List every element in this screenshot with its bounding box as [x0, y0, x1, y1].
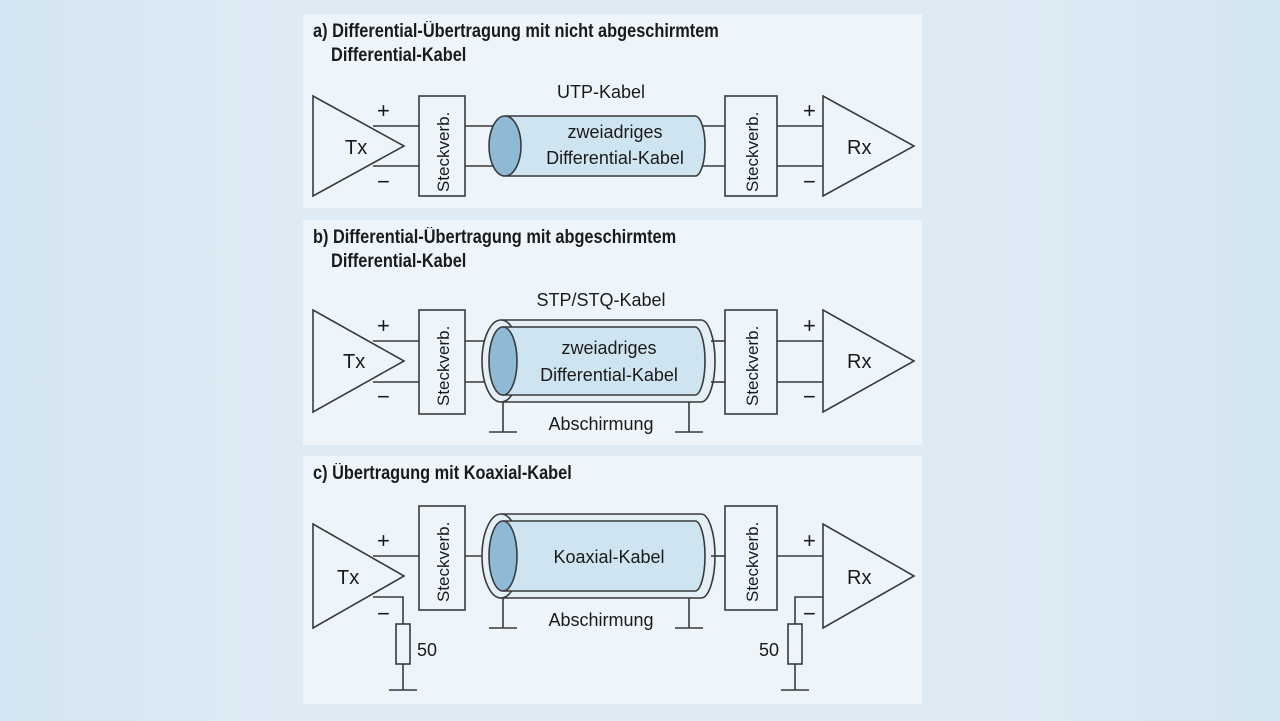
- wire-minus-tx: [373, 596, 404, 624]
- minus-rx: −: [803, 169, 816, 194]
- cable-end: [488, 326, 518, 396]
- tx-amplifier: [312, 308, 406, 414]
- connector-right-label: Steckverb.: [743, 326, 762, 406]
- panel-a-utp: a) Differential-Übertragung mit nicht ab…: [303, 14, 922, 208]
- connector-right: [724, 309, 778, 415]
- connector-right: [724, 95, 778, 197]
- connector-left: [418, 95, 466, 197]
- cable-end: [488, 115, 522, 177]
- plus-rx: +: [803, 98, 816, 123]
- connector-left-label: Steckverb.: [434, 326, 453, 406]
- connector-right-label: Steckverb.: [743, 522, 762, 602]
- tx-label: Tx: [337, 567, 359, 589]
- plus-tx: +: [377, 528, 390, 553]
- connector-left: [418, 505, 466, 611]
- plus-rx: +: [803, 528, 816, 553]
- ground-left: [489, 598, 517, 629]
- panel-a-title-line2: Differential-Kabel: [331, 45, 467, 66]
- connector-left-label: Steckverb.: [434, 522, 453, 602]
- panel-a-title: a) Differential-Übertragung mit nicht ab…: [313, 20, 719, 68]
- plus-tx: +: [377, 98, 390, 123]
- shield-label: Abschirmung: [548, 610, 653, 630]
- panel-b-stp: b) Differential-Übertragung mit abgeschi…: [303, 220, 922, 445]
- plus-tx: +: [377, 313, 390, 338]
- rx-amplifier: [822, 94, 916, 198]
- panel-a-schematic: Tx Rx + − + − Steckverb. Steckverb. UTP-…: [312, 82, 916, 198]
- ground-right: [675, 402, 703, 433]
- rx-amplifier: [822, 522, 916, 630]
- rx-label: Rx: [847, 137, 871, 159]
- cable-label: Koaxial-Kabel: [553, 547, 664, 567]
- minus-rx: −: [803, 601, 816, 626]
- panel-b-title-line1: b) Differential-Übertragung mit abgeschi…: [313, 227, 677, 248]
- cable-label-line1: zweiadriges: [561, 338, 656, 358]
- resistor-right: [787, 623, 803, 665]
- connector-right-label: Steckverb.: [743, 112, 762, 192]
- panel-b-title: b) Differential-Übertragung mit abgeschi…: [313, 226, 676, 274]
- resistor-left-label: 50: [417, 640, 437, 660]
- tx-label: Tx: [345, 137, 367, 159]
- panel-c-title: c) Übertragung mit Koaxial-Kabel: [313, 462, 572, 486]
- panel-c-schematic: Tx Rx + − + − Steckverb. Steckverb. Koax…: [312, 505, 916, 691]
- ground-left: [489, 402, 517, 433]
- rx-label: Rx: [847, 351, 871, 373]
- cable-type-label: UTP-Kabel: [557, 82, 645, 102]
- minus-tx: −: [377, 384, 390, 409]
- minus-rx: −: [803, 384, 816, 409]
- resistor-left: [395, 623, 411, 665]
- connector-left: [418, 309, 466, 415]
- panel-b-title-line2: Differential-Kabel: [331, 251, 467, 272]
- panel-b-schematic: Tx Rx + − + − Steckverb. Steckverb. STP/…: [312, 290, 916, 434]
- panel-a-title-line1: a) Differential-Übertragung mit nicht ab…: [313, 21, 719, 42]
- connector-right: [724, 505, 778, 611]
- shield-label: Abschirmung: [548, 414, 653, 434]
- cable-type-label: STP/STQ-Kabel: [536, 290, 665, 310]
- tx-amplifier: [312, 94, 406, 198]
- cable-label-line2: Differential-Kabel: [540, 365, 678, 385]
- cable-label-line1: zweiadriges: [567, 122, 662, 142]
- cable-end: [488, 520, 518, 592]
- ground-right: [675, 598, 703, 629]
- cable-body: [503, 520, 706, 592]
- tx-label: Tx: [343, 351, 365, 373]
- panel-c-title-line1: c) Übertragung mit Koaxial-Kabel: [313, 463, 572, 484]
- minus-tx: −: [377, 601, 390, 626]
- rx-label: Rx: [847, 567, 871, 589]
- cable-body: [503, 326, 706, 396]
- resistor-right-label: 50: [759, 640, 779, 660]
- tx-amplifier: [312, 522, 406, 630]
- connector-left-label: Steckverb.: [434, 112, 453, 192]
- rx-amplifier: [822, 308, 916, 414]
- plus-rx: +: [803, 313, 816, 338]
- minus-tx: −: [377, 169, 390, 194]
- cable-label-line2: Differential-Kabel: [546, 148, 684, 168]
- cable-body: [505, 115, 706, 177]
- panel-c-coax: c) Übertragung mit Koaxial-Kabel: [303, 456, 922, 704]
